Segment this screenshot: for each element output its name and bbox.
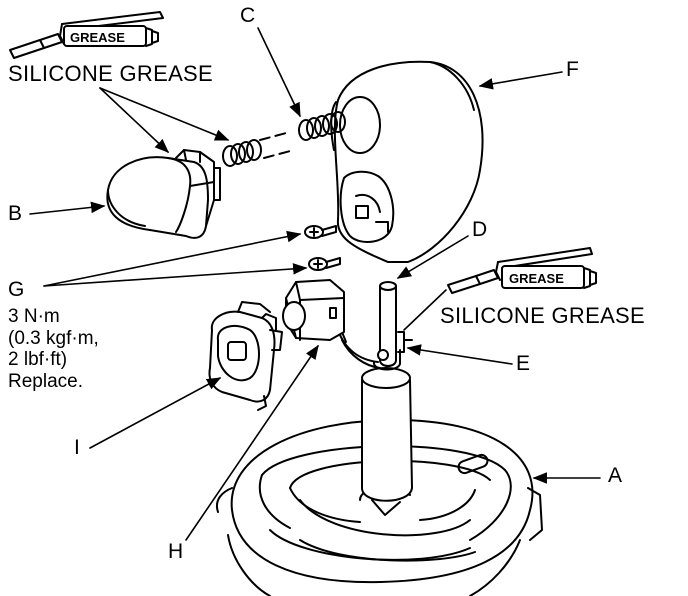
- leader-h: [185, 344, 319, 541]
- leader-c: [257, 27, 301, 118]
- label-h: H: [168, 540, 184, 563]
- leader-e: [406, 344, 513, 365]
- grease-tube-left-label: GREASE: [70, 30, 125, 45]
- leader-f: [478, 71, 563, 90]
- screw-g-upper: [304, 225, 337, 239]
- torque-spec-line2: (0.3 kgf·m,: [8, 327, 99, 349]
- torque-spec-line4: Replace.: [8, 370, 83, 392]
- label-d: D: [472, 218, 488, 241]
- shift-knob-f: [330, 60, 484, 263]
- grease-caption-left: SILICONE GREASE: [8, 61, 214, 86]
- screw-g-lower: [308, 257, 341, 271]
- label-e: E: [516, 352, 531, 375]
- release-button-b: [106, 149, 221, 239]
- leader-grease-right: [403, 289, 447, 331]
- torque-spec: 3 N·m (0.3 kgf·m, 2 lbf·ft) Replace.: [8, 306, 99, 392]
- grease-caption-right: SILICONE GREASE: [440, 303, 646, 328]
- spring-c: [222, 111, 346, 167]
- grease-tube-left: GREASE: [9, 11, 164, 59]
- leader-grease-to-button: [99, 87, 170, 153]
- leader-lines: [29, 27, 601, 541]
- label-c: C: [240, 4, 256, 27]
- clip-e: [397, 331, 413, 353]
- leader-b: [29, 201, 106, 215]
- shift-lever: [361, 281, 413, 502]
- grease-tube-right-label: GREASE: [509, 271, 564, 286]
- switch-h: [282, 279, 345, 341]
- label-b: B: [8, 202, 23, 225]
- leader-grease-to-spring: [99, 87, 230, 141]
- leader-i: [89, 377, 222, 449]
- cover-i: [208, 301, 283, 411]
- leader-g-upper: [43, 230, 302, 287]
- label-g: G: [8, 278, 25, 301]
- grease-tube-right: GREASE: [447, 247, 597, 294]
- label-f: F: [566, 58, 579, 81]
- label-a: A: [608, 464, 623, 487]
- torque-spec-line3: 2 lbf·ft): [8, 349, 68, 370]
- torque-spec-line1: 3 N·m: [8, 306, 60, 327]
- label-i: I: [74, 436, 80, 459]
- leader-d: [396, 235, 469, 279]
- leader-g-lower: [43, 263, 308, 287]
